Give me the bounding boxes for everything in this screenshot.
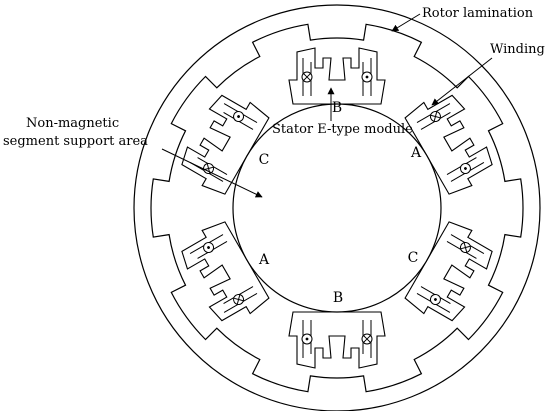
stator-module-outline (288, 311, 386, 369)
phase-label-upper-right: A (410, 145, 422, 161)
stator-module-label: Stator E-type module (272, 122, 413, 137)
winding-cross-mark (303, 73, 311, 81)
stator-module-upper-right (404, 94, 493, 195)
non-magnetic-arrow (161, 148, 263, 198)
winding-dot-mark (237, 115, 240, 118)
phase-label-lower-left: A (258, 252, 270, 268)
stator-module-bottom (288, 311, 386, 369)
phase-label-top: B (332, 100, 342, 116)
winding-cross-mark (363, 335, 371, 343)
winding-dot-mark (464, 167, 467, 170)
non-magnetic-label-line2: segment support area (3, 134, 148, 149)
winding-cross-mark (430, 114, 440, 119)
phase-label-upper-left: C (259, 152, 270, 168)
inner-bore-circle (232, 103, 442, 313)
winding-dot-mark (207, 246, 210, 249)
winding-cross-mark (234, 297, 244, 302)
rotor-lamination-label: Rotor lamination (422, 6, 534, 21)
phase-label-bottom: B (333, 290, 343, 306)
winding-dot-mark (434, 298, 437, 301)
winding-cross-mark (463, 243, 468, 253)
winding-arrow (431, 57, 493, 106)
stator-module-lower-left (181, 221, 270, 322)
stator-module-outline (288, 47, 386, 105)
winding-label: Winding (490, 42, 545, 57)
phase-label-lower-right: C (408, 250, 419, 266)
stator-module-lower-right (404, 221, 493, 322)
non-magnetic-label-line1: Non-magnetic (26, 116, 119, 131)
winding-dot-mark (365, 75, 369, 79)
winding-dot-mark (305, 337, 309, 341)
rotor-lamination-arrow (391, 13, 421, 32)
stator-module-top (288, 47, 386, 105)
